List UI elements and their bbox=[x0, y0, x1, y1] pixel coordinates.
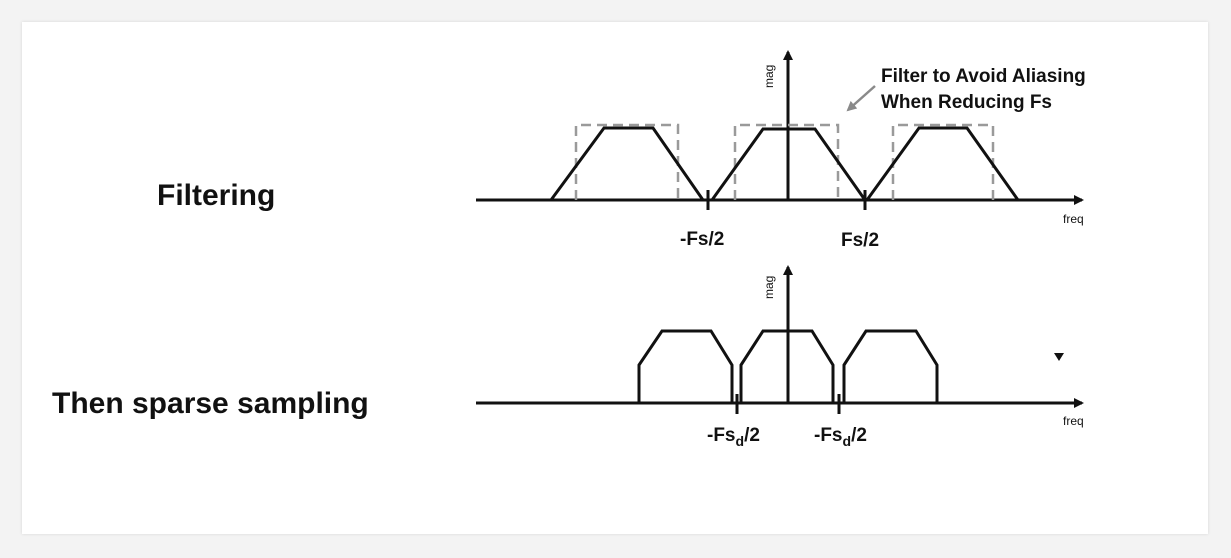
top-mag-label: mag bbox=[762, 65, 776, 88]
spectrum-replica-center bbox=[710, 127, 867, 201]
spectrum-replica-left bbox=[549, 126, 705, 201]
top-tick-pos-label: Fs/2 bbox=[841, 230, 879, 251]
annotation-line-1: Filter to Avoid Aliasing bbox=[881, 66, 1086, 87]
sampled-replica-right bbox=[842, 329, 939, 403]
annotation-line-2: When Reducing Fs bbox=[881, 92, 1052, 113]
filter-window-right bbox=[891, 123, 995, 200]
bottom-tick-neg-label: -Fsd/2 bbox=[707, 425, 760, 449]
sampled-replica-left bbox=[637, 329, 734, 403]
bottom-mag-label: mag bbox=[762, 276, 776, 299]
bottom-tick-pos-label: -Fsd/2 bbox=[814, 425, 867, 449]
slide: Filtering Then sparse sampling mag freq bbox=[22, 22, 1208, 534]
filtering-label: Filtering bbox=[157, 179, 276, 212]
bottom-spectrum-plot: mag freq -Fsd/2 -Fsd/2 bbox=[476, 265, 1084, 449]
spectrum-diagram: mag freq -Fs/2 Fs/2 Filter to Avoid Alia… bbox=[476, 50, 1086, 449]
sampled-replica-center bbox=[739, 329, 835, 403]
down-triangle-icon bbox=[1054, 353, 1064, 361]
top-freq-label: freq bbox=[1063, 212, 1084, 226]
annotation-pointer-arrow bbox=[846, 85, 876, 112]
top-tick-neg-label: -Fs/2 bbox=[680, 229, 724, 250]
top-spectrum-plot: mag freq -Fs/2 Fs/2 Filter to Avoid Alia… bbox=[476, 50, 1086, 251]
spectrum-replica-right bbox=[865, 126, 1020, 201]
bottom-freq-label: freq bbox=[1063, 414, 1084, 428]
filter-window-left bbox=[574, 123, 680, 200]
sparse-sampling-label: Then sparse sampling bbox=[52, 387, 369, 420]
